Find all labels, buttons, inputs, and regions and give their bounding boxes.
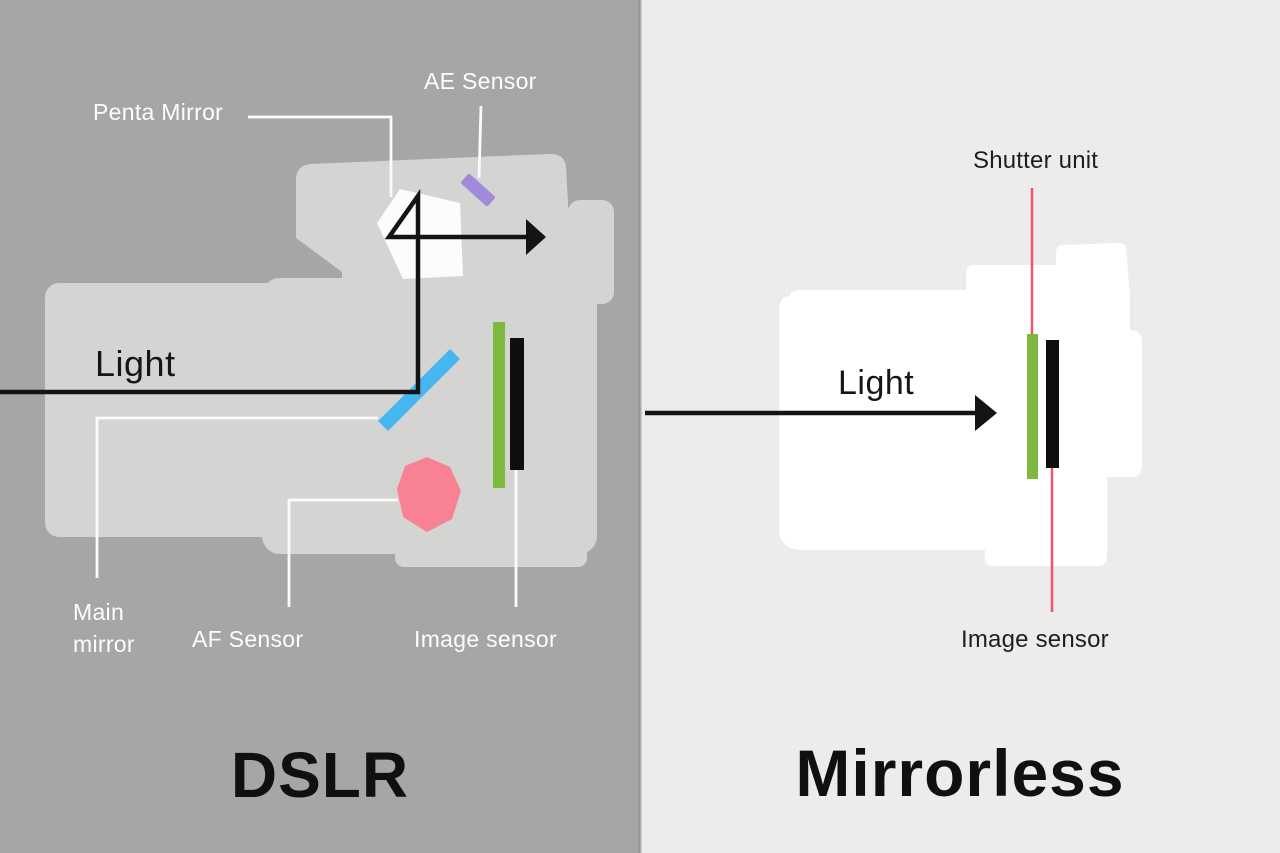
main-mirror-leader-line: [95, 416, 378, 578]
mirrorless-camera-body: [779, 243, 1142, 566]
mirrorless-shutter-bar: [1027, 334, 1038, 479]
dslr-eyepiece-base: [566, 285, 590, 325]
main-mirror-label-line2: mirror: [73, 631, 135, 657]
dslr-leader-lines: [95, 105, 518, 607]
dslr-body-bottom-step: [395, 540, 587, 567]
dslr-light-arrowhead: [526, 219, 546, 255]
dslr-image-sensor-label: Image sensor: [414, 626, 557, 652]
mirrorless-title: Mirrorless: [795, 736, 1125, 810]
mirrorless-light-arrowhead: [975, 395, 997, 431]
penta-mirror-leader-line: [248, 115, 393, 197]
main-mirror-label: Main mirror: [73, 596, 135, 660]
mirrorless-image-sensor-bar: [1046, 340, 1059, 468]
penta-mirror-label: Penta Mirror: [93, 99, 224, 125]
af-sensor-label: AF Sensor: [192, 626, 304, 652]
mirrorless-leader-lines: [1030, 188, 1054, 612]
ae-sensor-label: AE Sensor: [424, 68, 537, 94]
dslr-light-label: Light: [95, 343, 176, 384]
dslr-image-sensor-bar: [510, 338, 524, 470]
dslr-shutter-bar: [493, 322, 505, 488]
mirrorless-light-label: Light: [838, 364, 915, 402]
ae-sensor-shape: [461, 173, 495, 207]
dslr-light-path: [0, 188, 527, 395]
af-sensor-shape: [397, 457, 461, 532]
panel-divider: [638, 0, 642, 853]
dslr-lens-barrel: [45, 283, 297, 537]
mirrorless-image-sensor-label: Image sensor: [961, 626, 1109, 653]
af-sensor-leader-line: [287, 498, 398, 607]
ae-sensor-leader-line: [477, 105, 483, 179]
dslr-eyepiece-bump: [568, 200, 614, 304]
dslr-title: DSLR: [230, 739, 410, 811]
shutter-unit-label: Shutter unit: [973, 147, 1099, 174]
main-mirror-label-line1: Main: [73, 599, 125, 625]
